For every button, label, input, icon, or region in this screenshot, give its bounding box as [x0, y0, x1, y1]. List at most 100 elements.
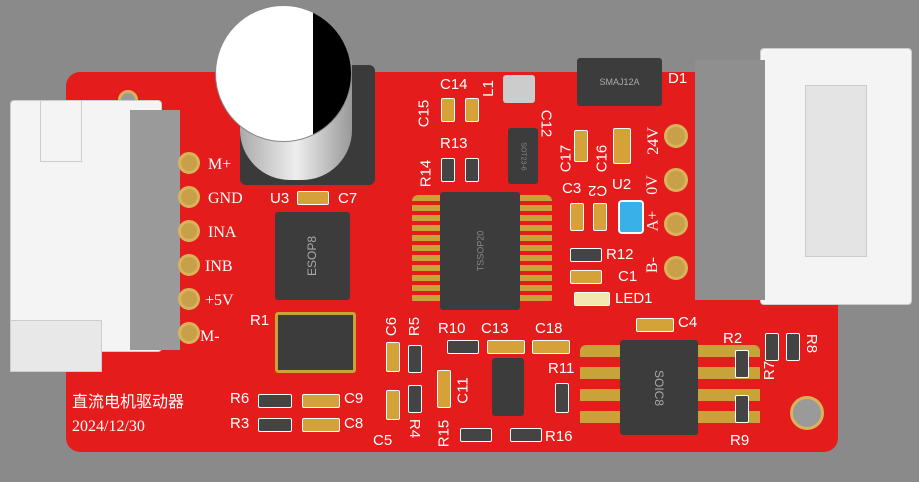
resistor: [408, 385, 422, 413]
resistor: [570, 248, 602, 262]
pin-hole: [178, 322, 200, 344]
capacitor: [487, 340, 525, 354]
inductor-l1: [503, 75, 535, 103]
capacitor: [441, 98, 455, 122]
designator: C16: [593, 144, 611, 173]
designator: R8: [803, 333, 821, 354]
designator: LED1: [615, 290, 653, 307]
capacitor-top: [215, 5, 352, 142]
designator: R12: [606, 246, 634, 263]
capacitor: [386, 390, 400, 420]
capacitor: [297, 191, 329, 205]
led: [574, 292, 610, 306]
ic-sot23: SOT23-6: [508, 128, 538, 184]
pin-hole: [664, 124, 688, 148]
chip-marking: TSSOP20: [475, 230, 485, 272]
pin-label: M-: [200, 328, 220, 345]
ic-soic8: SOIC8: [620, 340, 698, 435]
designator: C9: [344, 390, 364, 407]
ic-esop8: ESOP8: [275, 212, 350, 300]
designator: C2: [588, 182, 608, 199]
pin-label: INB: [205, 258, 233, 275]
designator: L1: [479, 80, 497, 97]
designator: R2: [723, 330, 743, 347]
diode-smaj12a: SMAJ12A: [577, 58, 662, 106]
designator: C12: [537, 109, 555, 138]
resistor: [441, 158, 455, 182]
designator: R15: [435, 419, 453, 448]
pin-hole: [664, 212, 688, 236]
inductor-r1: [275, 312, 356, 373]
resistor: [765, 333, 779, 361]
capacitor: [302, 418, 340, 432]
designator: R9: [730, 432, 750, 449]
designator: R3: [230, 415, 250, 432]
resistor: [258, 394, 292, 408]
chip-marking: SMAJ12A: [599, 77, 640, 87]
designator: D1: [668, 70, 688, 87]
pin-hole: [664, 168, 688, 192]
connector-pin-strip: [130, 110, 180, 350]
board-date: 2024/12/30: [72, 418, 145, 435]
pin-hole: [664, 256, 688, 280]
resistor: [735, 395, 749, 423]
pin-label: M+: [208, 156, 232, 173]
ic-tssop20: TSSOP20: [440, 192, 520, 310]
designator: C13: [481, 320, 509, 337]
designator: R13: [440, 135, 468, 152]
connector-latch: [10, 320, 102, 372]
chip-marking: SOIC8: [651, 369, 666, 406]
capacitor: [532, 340, 570, 354]
designator: R7: [761, 360, 779, 381]
resistor: [447, 340, 479, 354]
resistor: [465, 158, 479, 182]
designator: C14: [440, 76, 468, 93]
resistor: [258, 418, 292, 432]
resistor: [460, 428, 492, 442]
capacitor: [570, 270, 602, 284]
designator: R6: [230, 390, 250, 407]
capacitor: [465, 98, 479, 122]
pin-label: GND: [208, 190, 243, 207]
pin-label: 0V: [643, 175, 661, 195]
designator: C7: [338, 190, 358, 207]
u2-component: [618, 200, 644, 234]
designator: U2: [612, 176, 632, 193]
connector-pin-strip: [695, 60, 765, 300]
capacitor: [613, 128, 631, 164]
chip-marking: SOT23-6: [519, 141, 527, 171]
ic-small: [492, 358, 524, 416]
designator: C5: [373, 432, 393, 449]
capacitor: [437, 370, 451, 408]
designator: C18: [535, 320, 563, 337]
designator: C3: [562, 180, 582, 197]
designator: R5: [406, 316, 424, 337]
designator: C17: [557, 144, 575, 173]
resistor: [510, 428, 542, 442]
designator: C8: [344, 415, 364, 432]
pin-hole: [178, 254, 200, 276]
pin-label: INA: [208, 224, 237, 241]
pin-label: +5V: [205, 292, 234, 309]
designator: C15: [415, 99, 433, 128]
pin-label: 24V: [644, 127, 662, 155]
resistor: [735, 350, 749, 378]
designator: R16: [545, 428, 573, 445]
pin-hole: [178, 288, 200, 310]
capacitor: [574, 130, 588, 162]
designator: C11: [454, 377, 472, 404]
capacitor: [593, 203, 607, 231]
resistor: [408, 345, 422, 373]
pin-label: B-: [644, 257, 661, 273]
designator: R1: [250, 312, 270, 329]
designator: U3: [270, 190, 290, 207]
capacitor: [386, 342, 400, 372]
pin-hole: [178, 220, 200, 242]
capacitor: [636, 318, 674, 332]
board-title: 直流电机驱动器: [72, 394, 185, 411]
capacitor: [302, 394, 340, 408]
resistor: [555, 383, 569, 413]
designator: R4: [406, 418, 424, 439]
designator: C6: [383, 316, 401, 337]
pin-label: A+: [644, 210, 662, 232]
